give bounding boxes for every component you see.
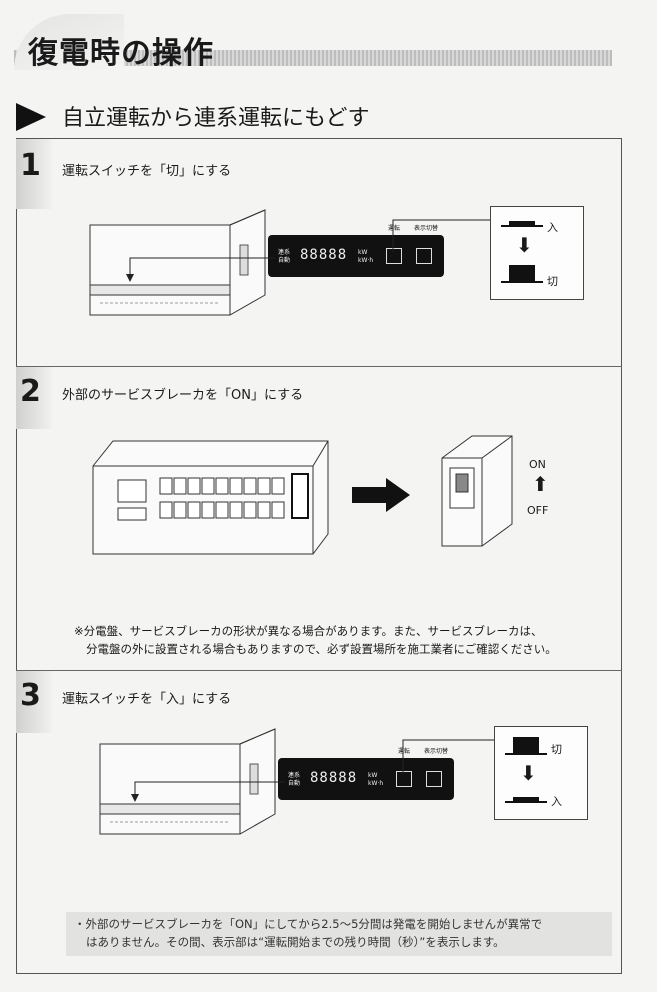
arrow-down-icon: ⬇ [516,233,533,257]
note-line: 分電盤の外に設置される場合もありますので、必ず設置場所を施工業者にご確認ください… [86,642,557,656]
step-tab [16,139,52,209]
panel-label: 連系 [278,249,291,256]
panel-label: 自動 [278,257,291,264]
unit-label: kW·h [358,257,374,264]
unit-label: kW·h [368,780,384,787]
switch-detail-box: 入 ⬇ 切 [490,206,584,300]
note-line: ※分電盤、サービスブレーカの形状が異なる場合があります。また、サービスブレーカは… [74,624,543,638]
arrow-up-icon: ⬆ [532,472,549,496]
step-number: 3 [20,678,41,713]
switch-off-label: 切 [551,743,562,756]
step-instruction: 外部のサービスブレーカを「ON」にする [62,388,304,403]
breaker-on-label: ON [529,458,546,471]
lcd-display: 88888 [300,247,348,263]
control-panel: 連系 自動 88888 kW kW·h 運転 表示切替 [278,748,454,800]
button-label: 表示切替 [424,748,449,755]
switch-on-label: 入 [547,221,558,234]
panel-label: 自動 [288,780,301,787]
step-tab [16,367,52,429]
power-conditioner-illustration [89,209,266,316]
service-breaker-illustration [441,435,513,547]
arrow-down-icon: ⬇ [520,761,537,785]
section-subtitle: 自立運転から連系運転にもどす [62,106,370,131]
step-number: 2 [20,374,41,409]
callout-lines [131,739,495,802]
footer-note-band [66,912,612,956]
panel-label: 連系 [288,772,301,779]
unit-label: kW [368,772,378,779]
display-switch-button[interactable] [416,248,432,264]
title-band [14,50,612,66]
steps-frame [16,138,622,974]
page-title: 復電時の操作 [28,36,214,71]
run-switch-button[interactable] [396,771,412,787]
step-number: 1 [20,148,41,183]
arrow-right-icon [352,478,410,512]
footer-note-line: はありません。その間、表示部は“運転開始までの残り時間（秒）”を表示します。 [86,935,505,949]
callout-lines [126,219,490,282]
button-label: 運転 [398,748,411,755]
step-tab [16,671,52,733]
run-switch-button[interactable] [386,248,402,264]
footer-note-line: ・外部のサービスブレーカを「ON」にしてから2.5～5分間は発電を開始しませんが… [74,917,543,931]
lcd-display: 88888 [310,770,358,786]
step-divider [16,366,622,367]
button-label: 表示切替 [414,225,439,232]
breaker-off-label: OFF [527,504,549,517]
step-instruction: 運転スイッチを「入」にする [62,692,232,707]
switch-detail-box: 切 ⬇ 入 [494,726,588,820]
step-instruction: 運転スイッチを「切」にする [62,164,232,179]
display-switch-button[interactable] [426,771,442,787]
unit-label: kW [358,249,368,256]
control-panel: 連系 自動 88888 kW kW·h 運転 表示切替 [268,225,444,277]
button-label: 運転 [388,225,401,232]
switch-on-label: 入 [551,795,562,808]
switch-off-label: 切 [547,275,558,288]
triangle-arrow-icon [16,103,46,131]
step-divider [16,670,622,671]
distribution-board-illustration [92,440,329,555]
